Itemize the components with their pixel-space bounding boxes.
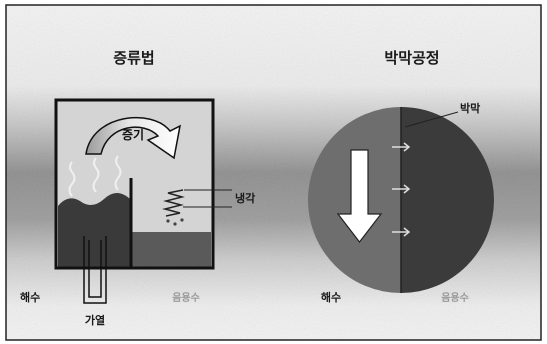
water-droplet bbox=[180, 218, 184, 222]
distillation-title: 증류법 bbox=[113, 49, 154, 67]
heating-label: 가열 bbox=[85, 313, 105, 327]
heating-pipe bbox=[83, 236, 107, 304]
membrane-label: 박막 bbox=[460, 101, 480, 115]
heating-pipe-inner bbox=[88, 240, 102, 298]
steam-wisp bbox=[114, 155, 122, 191]
permeate-arrow-icon bbox=[392, 227, 411, 237]
heating-pipe-outer bbox=[83, 236, 107, 304]
vessel-wall bbox=[54, 98, 215, 270]
membrane-cell bbox=[308, 107, 494, 293]
steam-label: 증기 bbox=[122, 127, 144, 142]
membrane-title: 박막공정 bbox=[384, 49, 439, 67]
steam-wisp bbox=[68, 161, 76, 197]
curved-arrow-icon: 증기 bbox=[85, 116, 182, 160]
water-droplet bbox=[173, 222, 177, 226]
down-arrow-icon bbox=[336, 149, 383, 243]
permeate-arrow-icon bbox=[392, 184, 411, 194]
outer-frame bbox=[5, 4, 542, 341]
membrane-seawater-label: 해수 bbox=[321, 290, 341, 304]
steam-wisp bbox=[92, 157, 100, 193]
water-droplet bbox=[166, 219, 170, 223]
membrane-leader-line bbox=[404, 111, 459, 128]
condenser-coil bbox=[162, 189, 185, 217]
distillation-seawater-label: 해수 bbox=[20, 290, 40, 304]
steam-arrow-body bbox=[85, 116, 182, 160]
permeate-side bbox=[401, 107, 494, 293]
distillation-vessel bbox=[54, 98, 215, 270]
fresh-water-pool bbox=[131, 232, 211, 268]
seawater-pool bbox=[58, 193, 130, 268]
permeate-arrow-icon bbox=[392, 142, 411, 152]
distillation-product-label: 음용수 bbox=[172, 292, 200, 304]
cooling-label: 냉각 bbox=[235, 191, 255, 205]
membrane-product-label: 음용수 bbox=[441, 292, 469, 304]
